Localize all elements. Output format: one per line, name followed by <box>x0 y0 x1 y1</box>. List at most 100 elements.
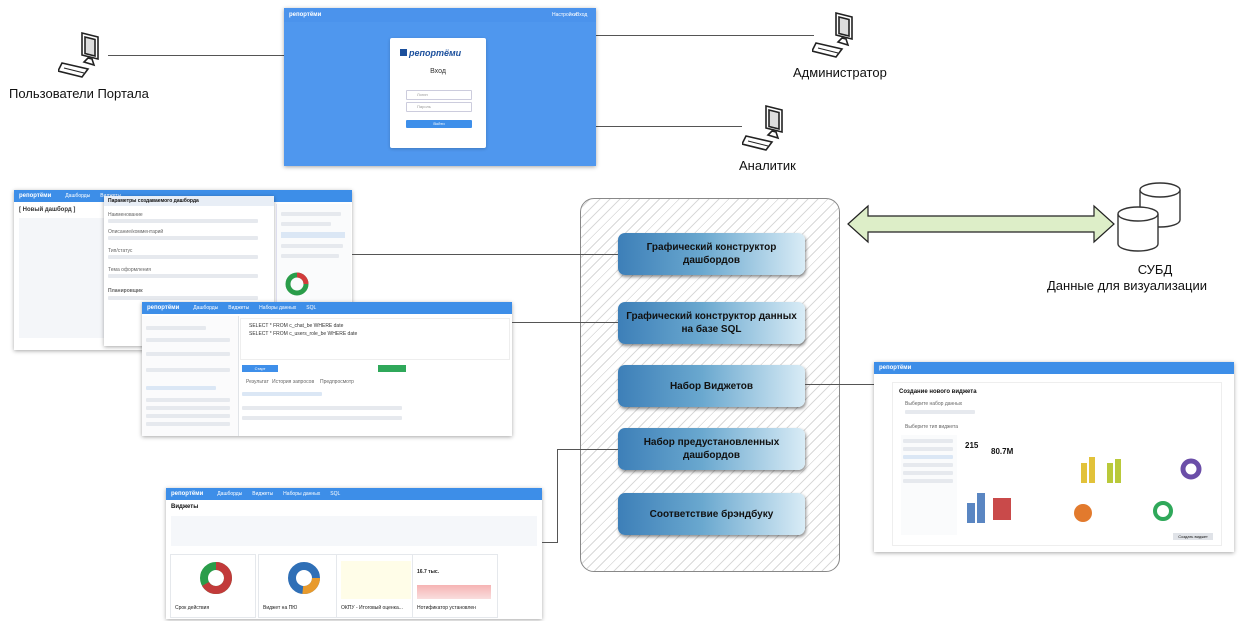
new-dashboard-title: [ Новый дашборд ] <box>19 207 76 213</box>
sql-logo: репортёми <box>147 305 180 311</box>
db-title: СУБД <box>1137 262 1173 277</box>
list-card-1[interactable]: Срок действия <box>170 554 256 618</box>
password-field[interactable]: Пароль <box>406 102 472 112</box>
analyst-label: Аналитик <box>739 158 796 173</box>
dialog-title: Параметры создаваемого дашборда <box>104 196 274 206</box>
login-button[interactable]: Войти <box>406 120 472 128</box>
feature-brandbook: Соответствие брэндбуку <box>618 493 805 535</box>
connector-portal-users <box>108 55 284 56</box>
widgets-sidebar <box>901 435 957 535</box>
admin-computer-icon <box>812 11 853 58</box>
dialog-input-theme[interactable] <box>108 274 258 278</box>
widget-value-1: 215 <box>965 441 979 450</box>
dialog-field-scheduler: Планировщик <box>108 288 143 294</box>
sql-editor[interactable]: SELECT * FROM c_chat_be WHERE date SELEC… <box>240 318 510 360</box>
login-title: Вход <box>430 68 446 75</box>
widget-value-2: 80.7M <box>991 447 1014 456</box>
list-card-1-title: Срок действия <box>175 605 210 611</box>
db-builder-donut-icon <box>285 272 309 296</box>
sql-query-line-1: SELECT * FROM c_chat_be WHERE date <box>249 323 344 329</box>
list-card-2[interactable]: Виджет на ПЮ <box>258 554 344 618</box>
sql-bottom-tab-preview[interactable]: Предпросмотр <box>320 379 354 385</box>
db-builder-tab-dashboards[interactable]: Дашборды <box>65 193 91 199</box>
login-nav-link-settings[interactable]: Настройки <box>552 12 577 18</box>
list-card-3-title: ОКПУ - Итоговый оценка... <box>341 605 403 611</box>
portal-users-computer-icon <box>58 31 99 78</box>
dialog-input-description[interactable] <box>108 236 258 240</box>
login-screen: репортёми Настройки Вход репортёми Вход … <box>284 8 596 166</box>
sql-tab-datasets[interactable]: Наборы данных <box>259 305 297 311</box>
feature-sql-builder: Графический конструктор данных на базе S… <box>618 302 805 344</box>
list-card-2-title: Виджет на ПЮ <box>263 605 298 611</box>
sql-bottom-tab-history[interactable]: История запросов <box>272 379 315 385</box>
house-icon <box>400 49 407 56</box>
create-widget-button[interactable]: Создать виджет <box>1173 533 1213 540</box>
login-nav-logo: репортёми <box>289 12 322 18</box>
connector-preset-h <box>557 449 618 450</box>
login-nav-link-enter[interactable]: Вход <box>576 12 588 18</box>
list-tab-dashboards[interactable]: Дашборды <box>217 491 243 497</box>
dialog-field-description: Описание/комментарий <box>108 229 164 235</box>
dialog-field-type: Тип/статус <box>108 248 133 254</box>
database-icon <box>1117 182 1181 252</box>
dialog-input-name[interactable] <box>108 219 258 223</box>
connector-admin <box>596 35 814 36</box>
sql-left-panel <box>142 316 239 436</box>
sql-run-badge <box>378 365 406 372</box>
sql-builder-screen: репортёми Дашборды Виджеты Наборы данных… <box>142 302 512 436</box>
connector-preset-v <box>557 449 558 542</box>
db-builder-canvas <box>19 218 109 338</box>
username-placeholder: Логин <box>417 92 428 97</box>
login-card: репортёми Вход Логин Пароль Войти <box>390 38 486 148</box>
login-logo-text: репортёми <box>409 48 462 58</box>
login-logo: репортёми <box>400 48 461 58</box>
feature-widgets: Набор Виджетов <box>618 365 805 407</box>
widgets-step1: Выберите набор данных <box>905 401 963 407</box>
dialog-field-name: Наименование <box>108 212 143 218</box>
list-card-4-title: Нотификатор установлен <box>417 605 476 611</box>
dialog-field-theme: Тема оформления <box>108 267 152 273</box>
feature-preset-dashboards: Набор предустановленных дашбордов <box>618 428 805 470</box>
widget-types-grid <box>967 457 1202 523</box>
list-card-3[interactable]: ОКПУ - Итоговый оценка... <box>336 554 418 618</box>
list-logo: репортёми <box>171 491 204 497</box>
username-field[interactable]: Логин <box>406 90 472 100</box>
portal-users-label: Пользователи Портала <box>9 86 149 101</box>
donut-chart-icon <box>199 562 233 594</box>
admin-label: Администратор <box>793 65 887 80</box>
dashboards-list-screen: репортёми Дашборды Виджеты Наборы данных… <box>166 488 542 619</box>
sql-query-line-2: SELECT * FROM c_users_role_be WHERE date <box>249 331 358 337</box>
list-card-4-metric: 16.7 тыс. <box>417 569 440 575</box>
widgets-logo: репортёми <box>879 365 912 371</box>
connector-preset-h2 <box>542 542 558 543</box>
sql-tab-sql[interactable]: SQL <box>306 305 317 311</box>
connector-dashboard-builder <box>352 254 618 255</box>
pie-chart-icon <box>288 562 320 594</box>
list-title: Виджеты <box>171 504 199 510</box>
list-tab-datasets[interactable]: Наборы данных <box>283 491 321 497</box>
sql-tab-dashboards[interactable]: Дашборды <box>193 305 219 311</box>
sql-start-button[interactable]: Старт <box>242 365 278 372</box>
double-arrow-icon <box>847 204 1115 244</box>
list-filters <box>171 516 537 546</box>
list-tab-sql[interactable]: SQL <box>330 491 341 497</box>
db-subtitle: Данные для визуализации <box>1047 278 1207 293</box>
dialog-input-scheduler[interactable] <box>108 296 258 300</box>
db-builder-logo: репортёми <box>19 193 52 199</box>
feature-dashboard-builder: Графический конструктор дашбордов <box>618 233 805 275</box>
widgets-panel: Создание нового виджета Выберите набор д… <box>892 382 1222 546</box>
widgets-create-screen: репортёми Создание нового виджета Выбери… <box>874 362 1234 552</box>
connector-widgets <box>805 384 874 385</box>
connector-sql-builder <box>512 322 618 323</box>
dashboard-builder-screen: репортёми Дашборды Виджеты [ Новый дашбо… <box>14 190 352 350</box>
analyst-computer-icon <box>742 104 783 151</box>
list-card-4[interactable]: 16.7 тыс. Нотификатор установлен <box>412 554 498 618</box>
connector-analyst <box>596 126 742 127</box>
list-tab-widgets[interactable]: Виджеты <box>252 491 274 497</box>
dialog-input-type[interactable] <box>108 255 258 259</box>
password-placeholder: Пароль <box>417 104 431 109</box>
sql-tab-widgets[interactable]: Виджеты <box>228 305 250 311</box>
widgets-title: Создание нового виджета <box>899 389 977 395</box>
sql-bottom-tab-result[interactable]: Результат <box>246 379 269 385</box>
widgets-step2: Выберите тип виджета <box>905 424 959 430</box>
